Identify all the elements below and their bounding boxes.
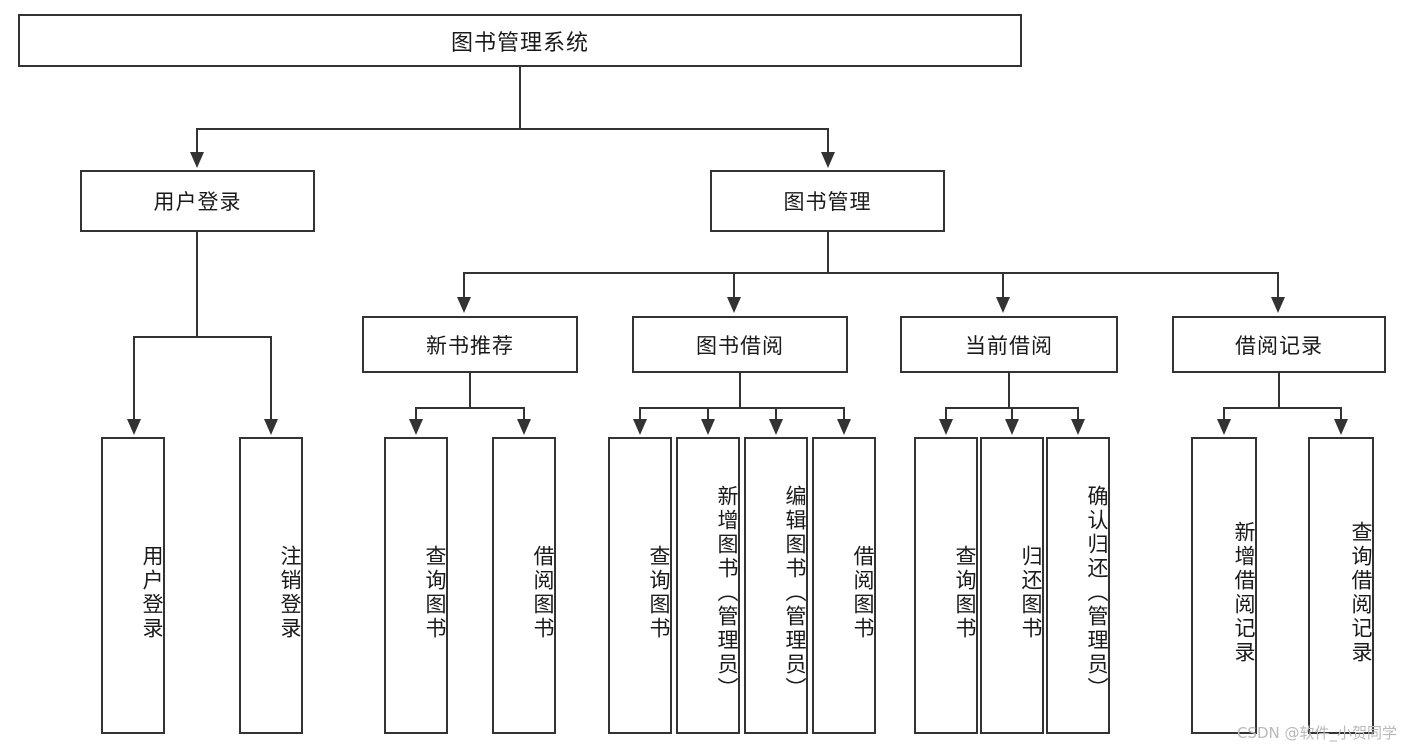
node-label: 归还图书 (1019, 544, 1043, 641)
node-label: 图书管理 (783, 190, 872, 214)
arrowhead-bb-leaf2 (701, 419, 715, 435)
node-book-borrow[interactable]: 图书借阅 (632, 316, 848, 373)
edge-new-book-bar (415, 407, 525, 409)
node-label: 注销登录 (278, 544, 302, 641)
leaf-query-book-borrow[interactable]: 查询图书 (608, 437, 672, 734)
arrowhead-current-borrow (996, 297, 1010, 313)
arrowhead-user-login (190, 152, 204, 168)
edge-br-leaf2 (1340, 407, 1342, 421)
arrowhead-bb-leaf4 (837, 419, 851, 435)
edge-new-book-trunk (469, 373, 471, 408)
node-new-book-recommend[interactable]: 新书推荐 (362, 316, 578, 373)
arrowhead-nb-leaf1 (409, 419, 423, 435)
arrowhead-nb-leaf2 (517, 419, 531, 435)
edge-br-leaf1 (1223, 407, 1225, 421)
leaf-query-book-recommend[interactable]: 查询图书 (384, 437, 448, 734)
edge-level2-bar (196, 128, 828, 130)
edge-root-trunk (519, 67, 521, 128)
leaf-confirm-return-admin[interactable]: 确认归还（管理员） (1046, 437, 1110, 734)
node-label: 新增借阅记录 (1232, 520, 1256, 665)
edge-cb-leaf1 (945, 407, 947, 421)
node-label: 新增图书（管理员） (715, 484, 739, 701)
arrowhead-bb-leaf3 (769, 419, 783, 435)
edge-borrow-record-bar (1223, 407, 1341, 409)
edge-to-current-borrow (1002, 272, 1004, 299)
arrowhead-cb-leaf3 (1071, 419, 1085, 435)
node-label: 借阅图书 (531, 544, 555, 641)
node-label: 查询图书 (423, 544, 447, 641)
node-label: 当前借阅 (965, 333, 1053, 358)
leaf-user-login[interactable]: 用户登录 (101, 437, 165, 734)
leaf-add-book-admin[interactable]: 新增图书（管理员） (676, 437, 740, 734)
arrowhead-leaf-logout (264, 419, 278, 435)
node-label: 编辑图书（管理员） (783, 484, 807, 701)
node-borrow-record[interactable]: 借阅记录 (1172, 316, 1386, 373)
edge-user-login-trunk (196, 232, 198, 337)
edge-level3-bar (463, 272, 1279, 274)
node-root-book-management-system[interactable]: 图书管理系统 (18, 14, 1022, 67)
arrowhead-book-management (821, 152, 835, 168)
node-label: 借阅图书 (851, 544, 875, 641)
edge-to-book-borrow (733, 272, 735, 299)
edge-user-login-leaf1 (133, 336, 135, 421)
edge-to-book-management (827, 128, 829, 154)
arrowhead-cb-leaf2 (1005, 419, 1019, 435)
edge-to-user-login (196, 128, 198, 154)
edge-book-borrow-trunk (739, 373, 741, 408)
edge-book-management-trunk (827, 232, 829, 273)
node-label: 新书推荐 (426, 333, 514, 358)
leaf-borrow-book-recommend[interactable]: 借阅图书 (492, 437, 556, 734)
node-label: 查询图书 (647, 544, 671, 641)
leaf-return-book[interactable]: 归还图书 (980, 437, 1044, 734)
edge-cb-leaf2 (1011, 407, 1013, 421)
node-label: 查询图书 (953, 544, 977, 641)
leaf-logout[interactable]: 注销登录 (239, 437, 303, 734)
leaf-edit-book-admin[interactable]: 编辑图书（管理员） (744, 437, 808, 734)
node-label: 查询借阅记录 (1349, 520, 1373, 665)
arrowhead-book-borrow (727, 297, 741, 313)
edge-book-borrow-bar (639, 407, 844, 409)
node-label: 用户登录 (153, 190, 242, 214)
edge-bb-leaf2 (707, 407, 709, 421)
edge-new-book-leaf2 (523, 407, 525, 421)
edge-bb-leaf1 (639, 407, 641, 421)
arrowhead-borrow-record (1271, 297, 1285, 313)
node-label: 确认归还（管理员） (1085, 484, 1109, 701)
leaf-add-borrow-record[interactable]: 新增借阅记录 (1191, 437, 1257, 734)
watermark-text: CSDN @软件_小贺同学 (1236, 724, 1397, 742)
arrowhead-br-leaf2 (1334, 419, 1348, 435)
node-book-management[interactable]: 图书管理 (710, 170, 945, 232)
node-label: 用户登录 (140, 544, 164, 641)
node-label: 图书借阅 (696, 333, 784, 358)
node-label: 借阅记录 (1235, 333, 1323, 358)
node-label: 图书管理系统 (450, 30, 589, 56)
edge-current-borrow-trunk (1008, 373, 1010, 408)
edge-bb-leaf3 (775, 407, 777, 421)
edge-user-login-bar (133, 336, 272, 338)
edge-bb-leaf4 (843, 407, 845, 421)
node-current-borrow[interactable]: 当前借阅 (900, 316, 1118, 373)
node-user-login[interactable]: 用户登录 (80, 170, 315, 232)
leaf-query-book-current[interactable]: 查询图书 (914, 437, 978, 734)
leaf-query-borrow-record[interactable]: 查询借阅记录 (1308, 437, 1374, 734)
edge-to-new-book (463, 272, 465, 299)
edge-to-borrow-record (1277, 272, 1279, 299)
edge-cb-leaf3 (1077, 407, 1079, 421)
edge-new-book-leaf1 (415, 407, 417, 421)
edge-user-login-leaf2 (270, 336, 272, 421)
leaf-borrow-book[interactable]: 借阅图书 (812, 437, 876, 734)
arrowhead-cb-leaf1 (939, 419, 953, 435)
arrowhead-bb-leaf1 (633, 419, 647, 435)
arrowhead-br-leaf1 (1217, 419, 1231, 435)
arrowhead-new-book (457, 297, 471, 313)
arrowhead-leaf-user-login (127, 419, 141, 435)
edge-borrow-record-trunk (1278, 373, 1280, 408)
